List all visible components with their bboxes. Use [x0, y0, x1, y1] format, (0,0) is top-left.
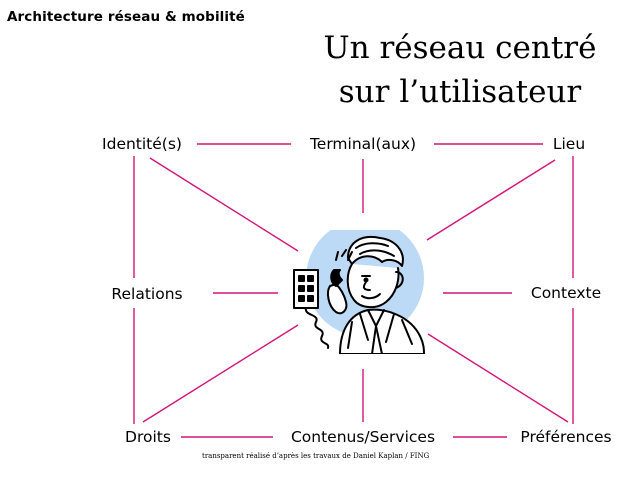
node-relations: Relations	[111, 285, 183, 303]
slide-title-line-1: Un réseau centré	[323, 30, 597, 66]
spoke-preferences	[427, 333, 569, 423]
phone-cord	[304, 307, 330, 349]
edge-group	[133, 143, 574, 438]
node-identite: Identité(s)	[102, 135, 182, 153]
node-terminal: Terminal(aux)	[309, 135, 417, 153]
course-header: Architecture réseau & mobilité	[7, 9, 245, 25]
node-preferences: Préférences	[520, 428, 612, 446]
node-contenus: Contenus/Services	[290, 428, 436, 446]
spoke-lieu	[426, 159, 556, 241]
slide-title-line-2: sur l’utilisateur	[338, 74, 582, 110]
node-lieu: Lieu	[552, 135, 586, 153]
handset	[330, 269, 343, 287]
hand	[327, 283, 348, 315]
slide-title: Un réseau centré sur l’utilisateur	[290, 26, 630, 114]
face	[346, 263, 400, 308]
node-droits: Droits	[125, 428, 171, 446]
spoke-droits	[142, 324, 299, 423]
node-contexte: Contexte	[530, 284, 602, 302]
user-with-phone-icon	[293, 230, 425, 354]
spoke-identite	[149, 157, 299, 252]
phone-box	[293, 269, 319, 309]
credit-line: transparent réalisé d’après les travaux …	[202, 452, 430, 460]
